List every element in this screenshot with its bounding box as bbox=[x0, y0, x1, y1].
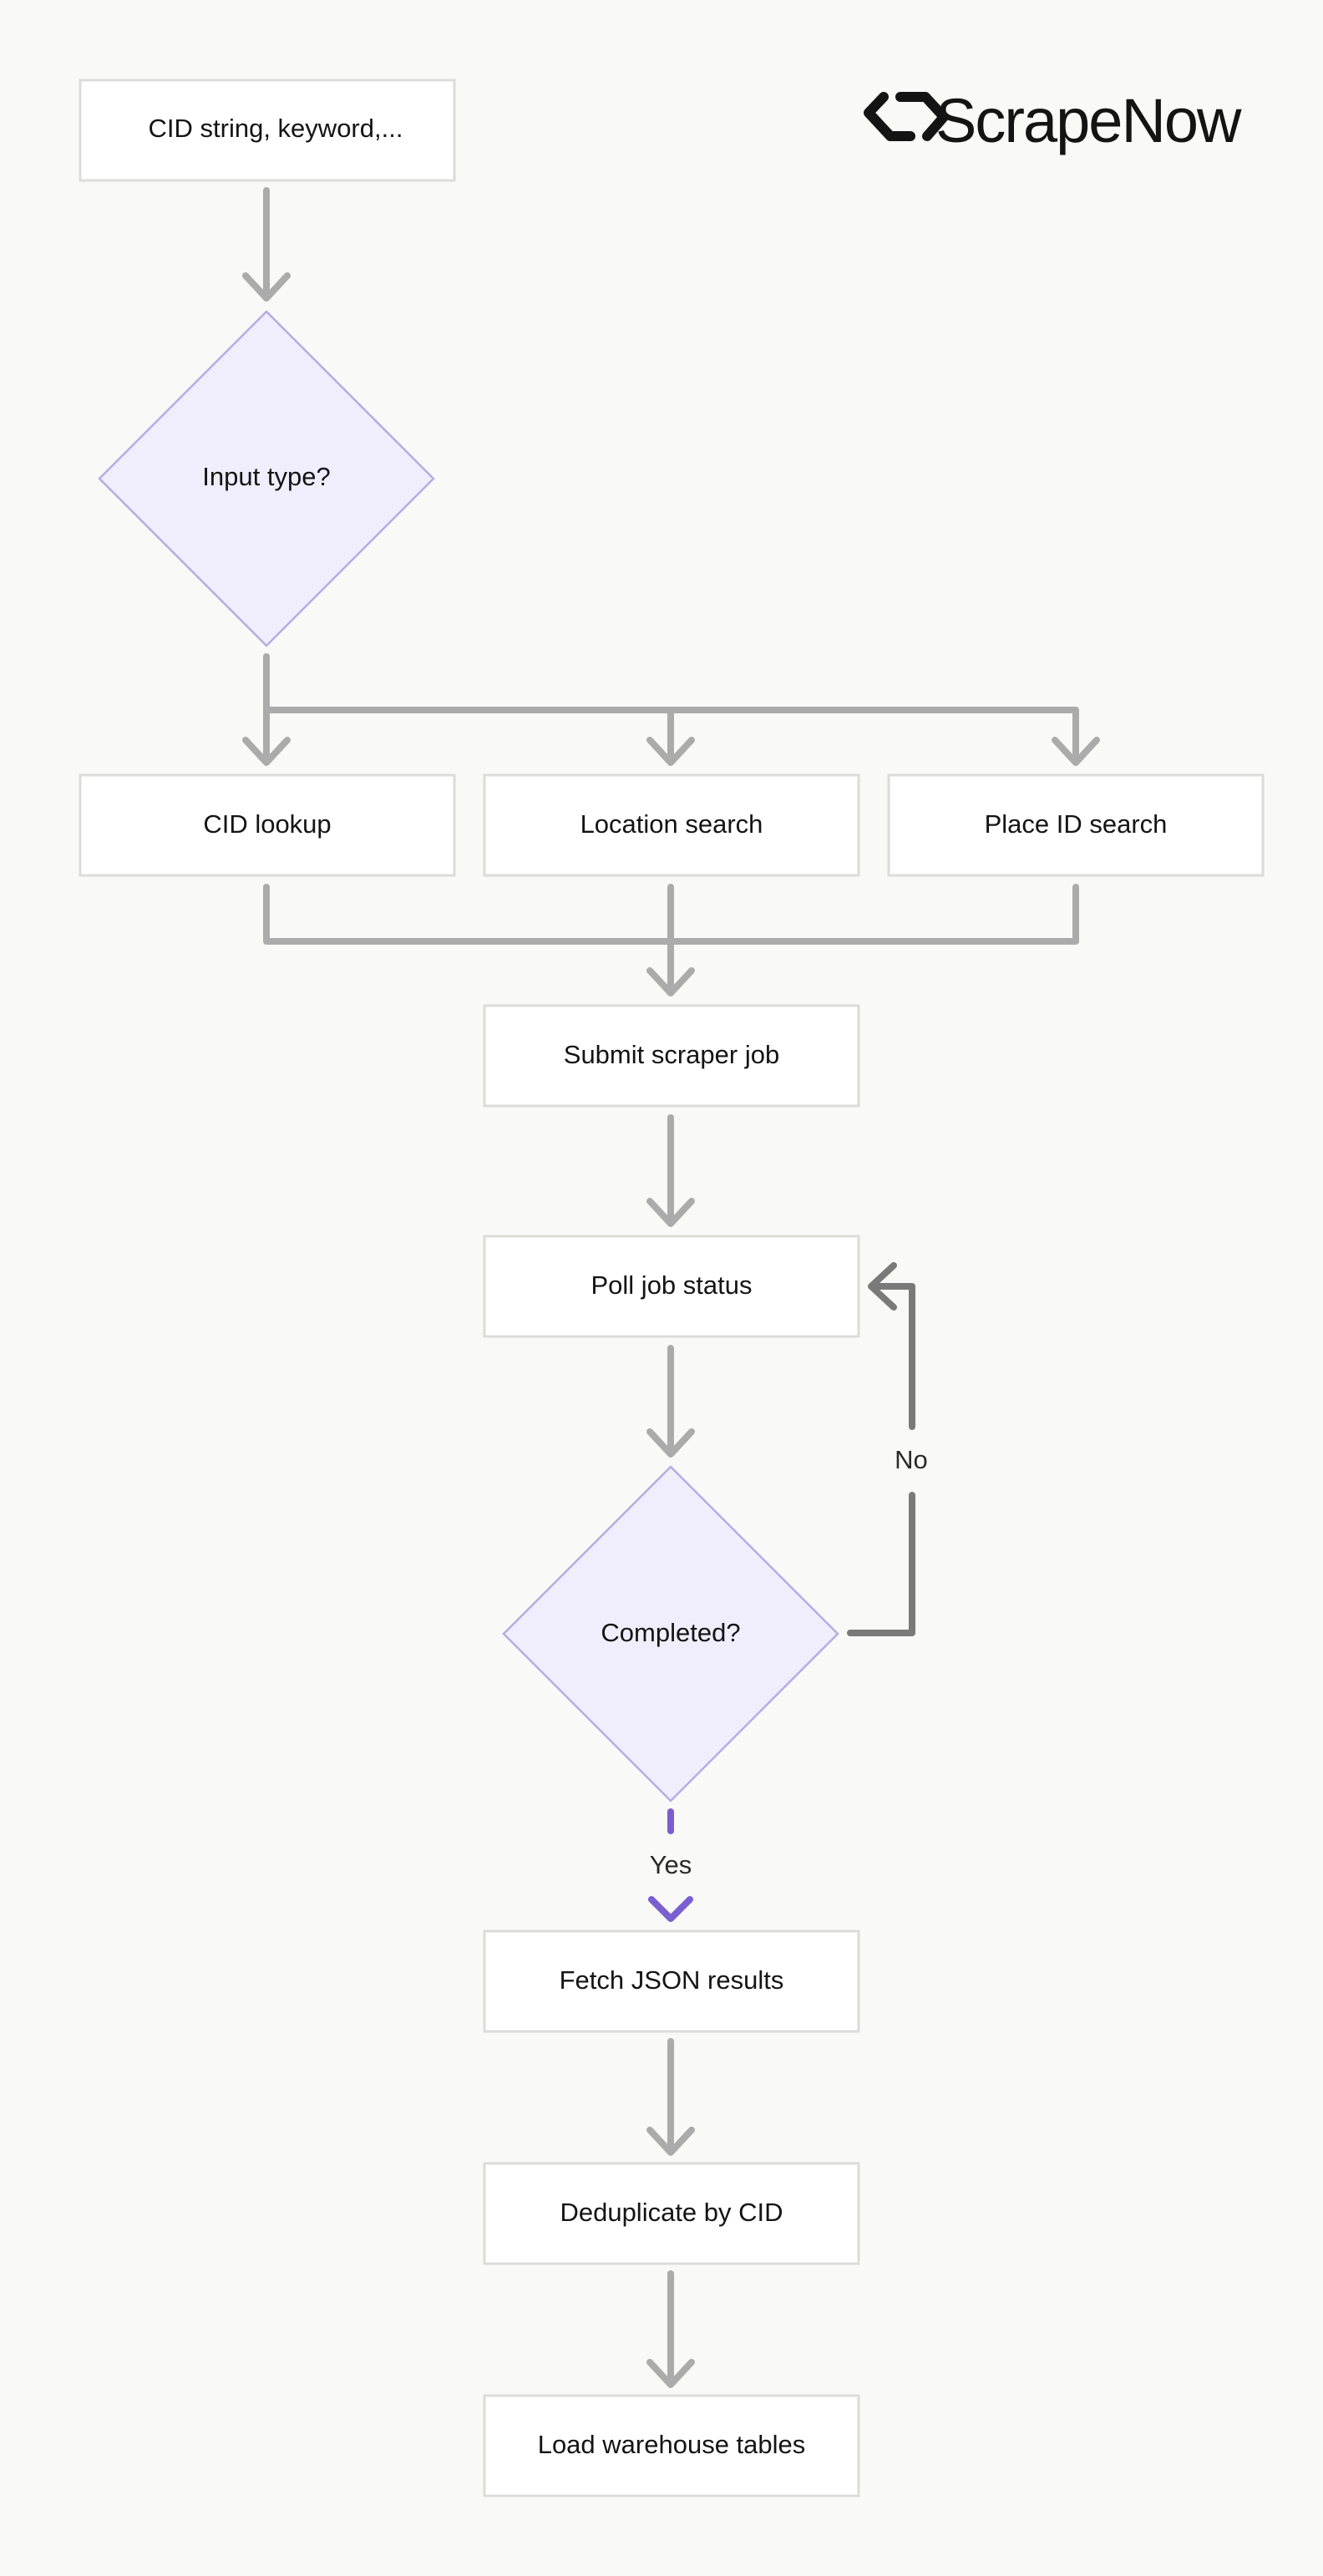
node-submit-job: Submit scraper job bbox=[483, 1004, 860, 1108]
location-search-label: Location search bbox=[580, 809, 763, 839]
input-type-label: Input type? bbox=[202, 462, 330, 491]
edge-branches-to-submit bbox=[263, 884, 1079, 996]
edge-yes bbox=[648, 1808, 693, 1922]
edge-poll-to-completed bbox=[646, 1345, 695, 1458]
scrapenow-logo-icon bbox=[864, 92, 949, 141]
edge-no-loop bbox=[847, 1262, 915, 1636]
dedupe-label: Deduplicate by CID bbox=[560, 2198, 783, 2227]
node-input-label: CID string, keyword,... bbox=[149, 114, 403, 143]
place-id-search-box bbox=[887, 773, 1265, 877]
cid-lookup-label: CID lookup bbox=[203, 809, 331, 839]
node-load-tables: Load warehouse tables bbox=[483, 2394, 860, 2497]
place-id-search-label: Place ID search bbox=[985, 809, 1168, 839]
edge-input-to-decision bbox=[242, 187, 291, 302]
submit-job-box bbox=[483, 1004, 860, 1108]
node-fetch-json: Fetch JSON results bbox=[483, 1929, 860, 2033]
node-location-search: Location search bbox=[483, 773, 860, 877]
node-poll-status: Poll job status bbox=[483, 1235, 860, 1338]
node-cid-lookup: CID lookup bbox=[79, 773, 456, 877]
load-tables-box bbox=[483, 2394, 860, 2497]
poll-status-label: Poll job status bbox=[591, 1270, 753, 1300]
completed-diamond bbox=[502, 1465, 839, 1803]
cid-lookup-box bbox=[79, 773, 456, 877]
edge-dedupe-to-load bbox=[646, 2270, 695, 2388]
poll-status-box bbox=[483, 1235, 860, 1338]
brand-logo: ScrapeNow bbox=[864, 86, 1244, 155]
brand-name: ScrapeNow bbox=[935, 86, 1242, 155]
edges bbox=[242, 187, 1100, 2388]
edge-fetch-to-dedupe bbox=[646, 2038, 695, 2156]
load-tables-label: Load warehouse tables bbox=[538, 2430, 806, 2459]
yes-edge-label: Yes bbox=[650, 1850, 692, 1879]
edge-decision-to-branches bbox=[242, 653, 1100, 766]
fetch-json-label: Fetch JSON results bbox=[560, 1965, 784, 1995]
node-dedupe: Deduplicate by CID bbox=[483, 2162, 860, 2265]
node-input-box bbox=[79, 79, 456, 182]
submit-job-label: Submit scraper job bbox=[564, 1040, 779, 1069]
dedupe-box bbox=[483, 2162, 860, 2265]
no-edge-label: No bbox=[895, 1445, 928, 1474]
node-input: CID string, keyword,... bbox=[79, 79, 456, 182]
edge-submit-to-poll bbox=[646, 1114, 695, 1227]
input-type-diamond bbox=[98, 310, 435, 647]
node-completed-decision: Completed? bbox=[502, 1465, 839, 1803]
location-search-box bbox=[483, 773, 860, 877]
completed-label: Completed? bbox=[601, 1618, 740, 1647]
fetch-json-box bbox=[483, 1929, 860, 2033]
node-place-id-search: Place ID search bbox=[887, 773, 1265, 877]
node-input-type-decision: Input type? bbox=[98, 310, 435, 647]
